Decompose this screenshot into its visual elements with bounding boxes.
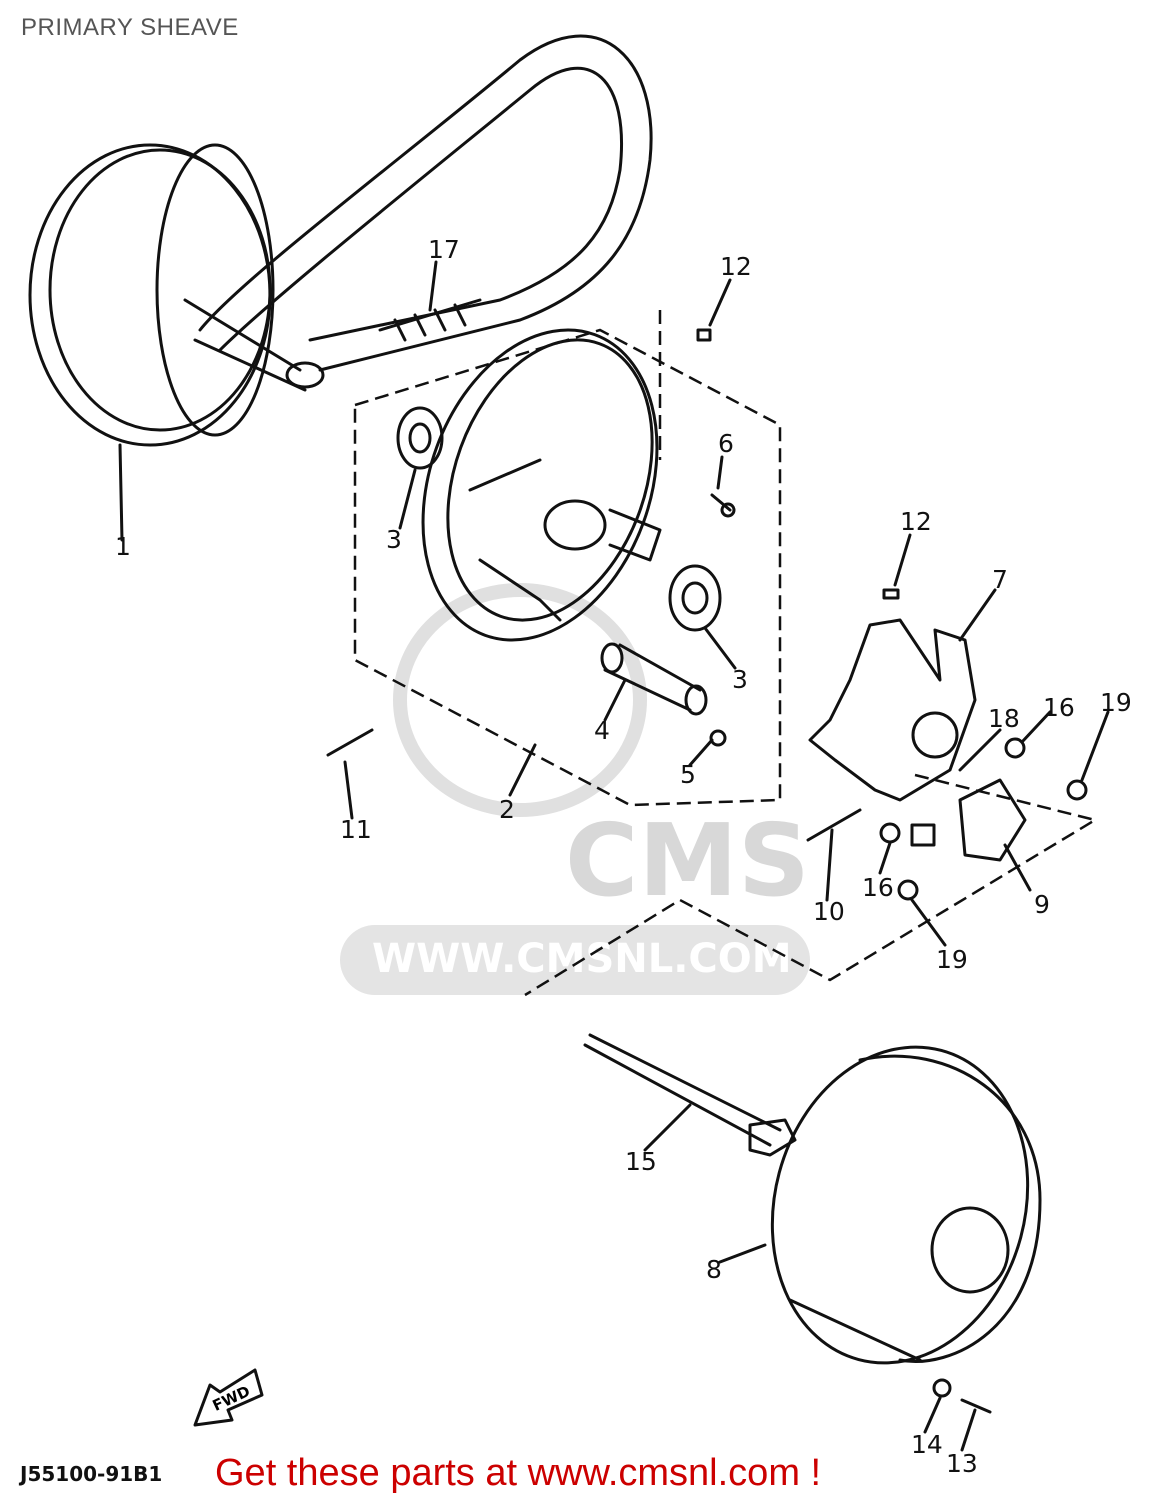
callout-6: 6 <box>718 429 734 458</box>
callout-10: 10 <box>813 897 845 926</box>
callout-8: 8 <box>706 1255 722 1284</box>
part-4-collar[interactable] <box>600 642 708 716</box>
callout-12b: 12 <box>900 507 932 536</box>
callout-17: 17 <box>428 235 460 264</box>
callout-16b: 16 <box>862 873 894 902</box>
part-9-slider[interactable] <box>958 778 1027 862</box>
callout-16: 16 <box>1043 693 1075 722</box>
callout-9: 9 <box>1034 890 1050 919</box>
leader-lines <box>118 260 1110 1452</box>
callout-18: 18 <box>988 704 1020 733</box>
callout-19b: 19 <box>936 945 968 974</box>
part-3-oil-seal[interactable] <box>396 406 722 632</box>
part-17-drive-belt[interactable] <box>198 34 653 372</box>
callout-12: 12 <box>720 252 752 281</box>
callout-1: 1 <box>115 532 131 561</box>
callout-2: 2 <box>499 795 515 824</box>
part-1-secondary-sheave[interactable] <box>28 143 325 447</box>
watermark-logo: CMS WWW.CMSNL.COM <box>340 583 810 995</box>
part-8-cover[interactable] <box>738 1018 1062 1392</box>
part-7-spider[interactable] <box>808 618 977 802</box>
callout-labels: 17 12 6 3 3 4 5 2 11 1 12 7 18 16 19 10 … <box>115 235 1132 1478</box>
callout-15: 15 <box>625 1147 657 1176</box>
diagram-code: J55100-91B1 <box>20 1462 163 1486</box>
callout-3b: 3 <box>732 665 748 694</box>
fwd-arrow-icon: FWD <box>193 1368 264 1427</box>
callout-3: 3 <box>386 525 402 554</box>
part-2-primary-sheave[interactable] <box>382 297 698 673</box>
assembly-boundary-2 <box>353 328 782 807</box>
callout-13: 13 <box>946 1449 978 1478</box>
callout-19: 19 <box>1100 688 1132 717</box>
callout-7: 7 <box>992 565 1008 594</box>
callout-11: 11 <box>340 815 372 844</box>
watermark-brand: CMS <box>565 802 810 919</box>
small-fasteners[interactable] <box>326 328 1088 1414</box>
page-title: PRIMARY SHEAVE <box>21 14 239 41</box>
assembly-boundary-7 <box>524 773 1099 997</box>
footer-link[interactable]: Get these parts at www.cmsnl.com ! <box>215 1452 822 1494</box>
callout-14: 14 <box>911 1430 943 1459</box>
callout-4: 4 <box>594 716 610 745</box>
callout-5: 5 <box>680 760 696 789</box>
